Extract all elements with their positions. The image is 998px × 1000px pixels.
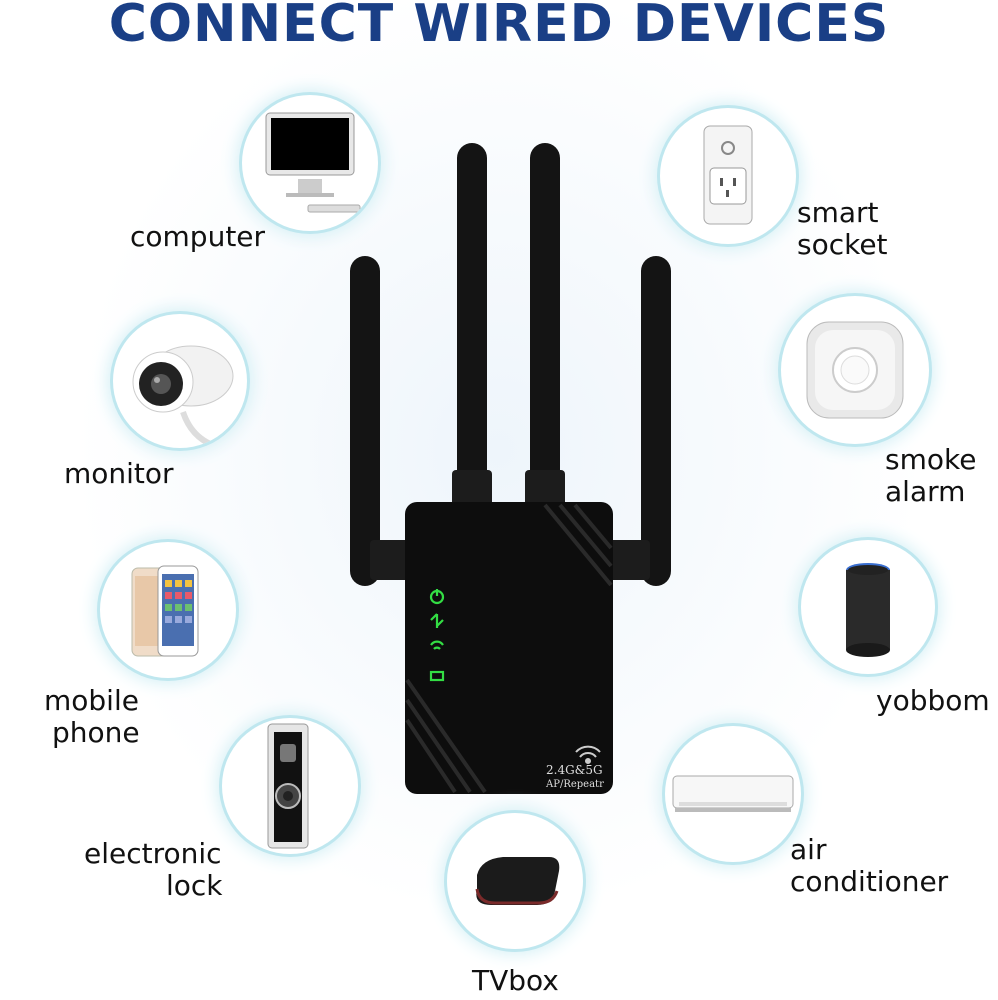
smart-socket-label-line2: socket (797, 228, 888, 261)
speaker-icon (801, 540, 935, 674)
electronic-lock-label-line1: electronic (84, 837, 222, 870)
air-conditioner-label-line2: conditioner (790, 865, 949, 898)
mobile-phone-label: mobile phone (44, 685, 140, 749)
computer-icon (242, 95, 378, 231)
antenna-center-left (452, 143, 492, 513)
mobile-phone-label-line1: mobile (44, 684, 139, 717)
antenna-center-right (525, 143, 565, 513)
yobbom-label: yobbom (876, 684, 990, 717)
electronic-lock-label-line2: lock (166, 869, 223, 902)
mobile-phone-label-line2: phone (52, 716, 140, 749)
router-mode-text: AP/Repeatr (545, 779, 604, 790)
router-band-text: 2.4G&5G (546, 763, 603, 777)
camera-icon (113, 314, 247, 448)
door-lock-icon (222, 718, 358, 854)
phone-icon (100, 542, 236, 678)
smoke-alarm-label-line1: smoke (885, 443, 977, 476)
tvbox-label: TVbox (472, 964, 559, 997)
wifi-icon (575, 745, 601, 764)
monitor-label: monitor (64, 457, 174, 490)
antenna-right (606, 256, 671, 586)
router-body (405, 502, 613, 794)
smoke-alarm-icon (781, 296, 929, 444)
tv-box-icon (447, 813, 583, 949)
smart-socket-label: smart socket (797, 197, 888, 261)
status-leds (429, 589, 445, 682)
socket-icon (660, 108, 796, 244)
electronic-lock-label: electronic lock (84, 838, 223, 902)
smoke-alarm-label-line2: alarm (885, 475, 966, 508)
headline: CONNECT WIRED DEVICES (108, 0, 890, 54)
air-conditioner-icon (665, 726, 801, 862)
antenna-left (350, 256, 414, 586)
smart-socket-label-line1: smart (797, 196, 879, 229)
air-conditioner-label-line1: air (790, 833, 827, 866)
smoke-alarm-label: smoke alarm (885, 444, 976, 508)
air-conditioner-label: air conditioner (790, 834, 948, 898)
computer-label: computer (130, 220, 266, 253)
